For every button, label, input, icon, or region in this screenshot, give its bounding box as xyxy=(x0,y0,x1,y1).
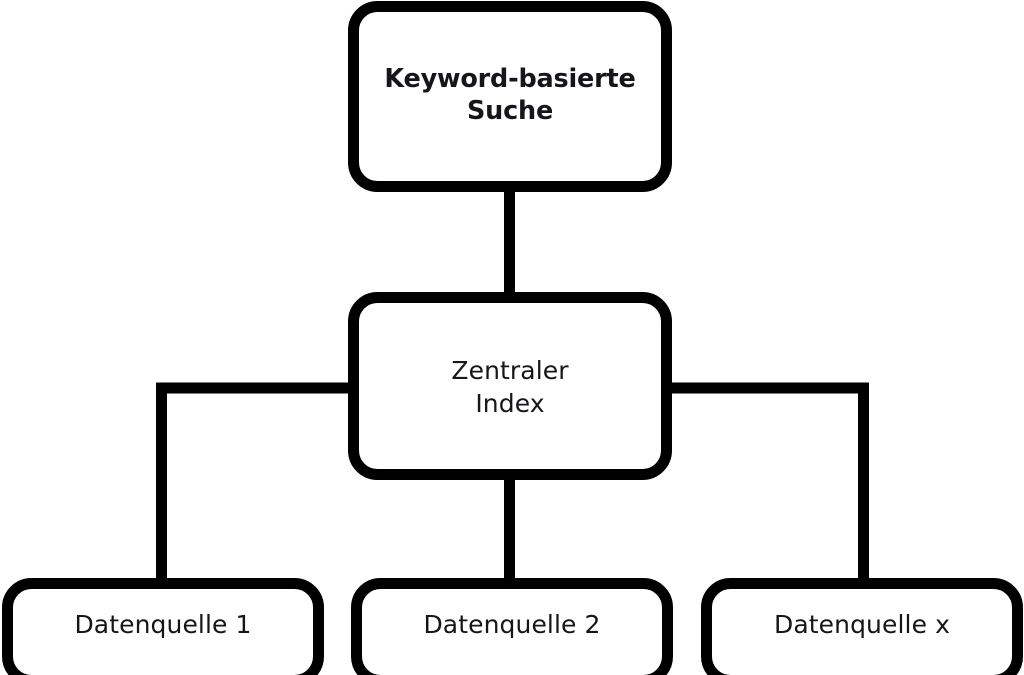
node-central-index-box[interactable] xyxy=(348,292,672,480)
connector-index-to-source-1 xyxy=(156,382,350,584)
node-source-2-box[interactable] xyxy=(351,578,673,675)
node-central-index[interactable]: Zentraler Index xyxy=(348,292,672,480)
node-source-x-label: Datenquelle x xyxy=(774,610,950,639)
node-keyword-search-label-line2: Suche xyxy=(467,96,553,126)
node-central-index-label-line2: Index xyxy=(475,389,544,418)
node-central-index-label-line1: Zentraler xyxy=(451,356,569,385)
node-keyword-search-label-line1: Keyword-basierte xyxy=(384,64,635,94)
node-source-1-label: Datenquelle 1 xyxy=(74,610,251,639)
node-source-2-label: Datenquelle 2 xyxy=(423,610,600,639)
node-source-x-box[interactable] xyxy=(701,578,1023,675)
node-source-2[interactable]: Datenquelle 2 xyxy=(351,578,673,675)
node-source-1[interactable]: Datenquelle 1 xyxy=(2,578,324,675)
node-source-x[interactable]: Datenquelle x xyxy=(701,578,1023,675)
connector-layer xyxy=(156,186,869,584)
connector-index-to-source-x xyxy=(668,382,869,584)
node-keyword-search[interactable]: Keyword-basierte Suche xyxy=(348,1,672,192)
node-keyword-search-box[interactable] xyxy=(348,1,672,192)
node-source-1-box[interactable] xyxy=(2,578,324,675)
